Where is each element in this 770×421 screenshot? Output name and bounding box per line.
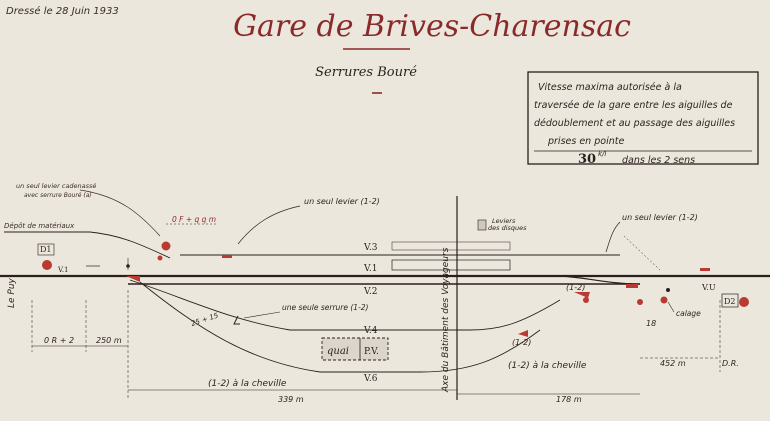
levers-box — [477, 219, 487, 231]
switch-v1-right — [626, 284, 638, 288]
track-v2-join-right — [559, 275, 641, 285]
label-d2: D2 — [724, 297, 736, 306]
label-des-disques: des disques — [488, 224, 527, 232]
track-v1-label: V.1 — [363, 264, 378, 274]
signal-right-1 — [583, 297, 589, 303]
signal-depot — [161, 241, 171, 251]
bracket-left — [233, 315, 240, 325]
label-dim-178: 178 m — [556, 395, 582, 404]
speed-box-line1: Vitesse maxima autorisée à la — [538, 82, 682, 93]
track-v4 — [129, 279, 561, 331]
signal-right-4 — [666, 288, 670, 292]
switch-marker-right — [574, 292, 590, 298]
label-seul-levier-right: un seul levier (1-2) — [622, 213, 698, 222]
label-seul-levier-cadenasse: un seul levier cadenassé — [16, 182, 96, 190]
track-v4-label: V.4 — [363, 326, 378, 336]
speed-box-line5: dans les 2 sens — [622, 155, 695, 166]
signal-d1 — [42, 260, 52, 270]
quai-label: quai — [327, 346, 349, 357]
speed-value: 30 — [578, 152, 596, 167]
page-title: Gare de Brives-Charensac — [233, 9, 631, 44]
label-angle: 25 + 15 — [190, 311, 220, 327]
platform-between — [391, 241, 511, 251]
track-v6-label: V.6 — [363, 374, 378, 384]
label-v1-left: V.1 — [57, 266, 69, 274]
signal-right-2 — [637, 299, 643, 305]
switch-v3-right — [700, 268, 710, 271]
left-edge-label: Le Puy — [7, 277, 17, 308]
label-cheville-right: (1-2) à la cheville — [508, 361, 587, 371]
d1-marker — [37, 243, 55, 256]
signal-d2 — [739, 297, 749, 307]
quai-box — [321, 337, 389, 361]
label-batiment: Axe du Bâtiment des Voyageurs — [441, 247, 451, 393]
speed-box-line3: dédoublement et au passage des aiguilles — [534, 118, 735, 129]
label-v1-right: V.U — [701, 283, 716, 292]
speed-box-line4: prises en pointe — [547, 136, 624, 147]
right-end-diag — [623, 235, 661, 271]
pv-label: P.V. — [364, 347, 379, 357]
leader-levier-left — [237, 205, 301, 245]
label-dim-452: 452 m — [660, 359, 686, 368]
switch-marker-left — [126, 276, 140, 282]
label-pair-lower: (1-2) — [512, 338, 531, 347]
signal-right-3 — [660, 296, 668, 304]
leader-calage — [667, 301, 675, 313]
label-leviers: Leviers — [492, 217, 516, 225]
label-dim-18: 18 — [646, 319, 656, 328]
leader-levier-right — [605, 221, 621, 253]
drawn-date: Dressé le 28 Juin 1933 — [6, 5, 119, 17]
leader-serrure — [243, 311, 281, 319]
label-serrure-boure: avec serrure Bouré (a) — [24, 192, 92, 199]
platform-upper — [391, 259, 511, 271]
switch-marker-lower — [518, 330, 528, 337]
switch-v3-left — [222, 255, 232, 258]
label-cheville-left: (1-2) à la cheville — [208, 379, 287, 389]
speed-unit: k/l — [598, 150, 606, 158]
label-dim-339: 339 m — [278, 395, 304, 404]
track-v2-label: V.2 — [363, 287, 378, 297]
leader-cadenasse — [79, 189, 161, 237]
label-depot: Dépôt de matériaux — [4, 222, 75, 230]
track-v3-label: V.3 — [363, 243, 378, 253]
label-dim-250: 250 m — [96, 336, 122, 345]
label-seul-levier-left: un seul levier (1-2) — [304, 197, 380, 206]
label-dimension-top: 0 F + q q m — [172, 215, 216, 224]
label-dr: D.R. — [722, 359, 739, 368]
label-dimension-left: 0 R + 2 — [44, 336, 74, 345]
speed-box — [527, 71, 759, 165]
track-v6 — [139, 281, 541, 373]
d2-marker — [721, 293, 739, 308]
label-d1: D1 — [40, 245, 52, 254]
speed-box-line2: traversée de la gare entre les aiguilles… — [534, 100, 733, 111]
depot-siding-curve — [89, 231, 171, 259]
signal-small-left — [157, 255, 163, 261]
page-subtitle: Serrures Bouré — [315, 65, 417, 80]
label-seule-serrure: une seule serrure (1-2) — [282, 303, 369, 312]
label-calage: calage — [676, 309, 701, 318]
label-pair-upper: (1-2) — [566, 283, 585, 292]
